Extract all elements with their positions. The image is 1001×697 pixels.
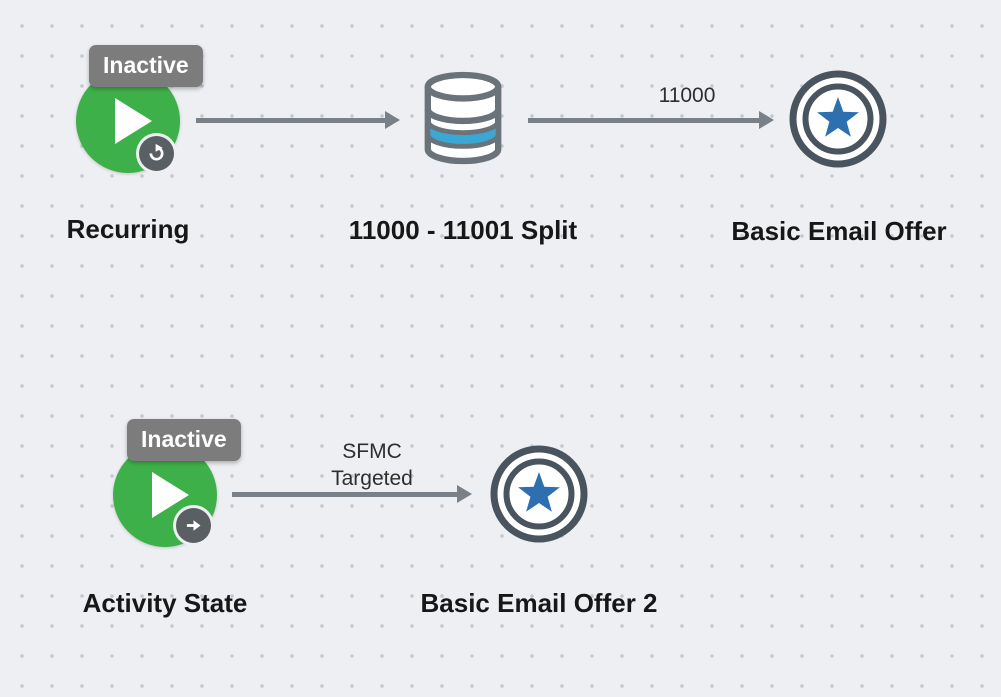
node-label-activity-state: Activity State — [82, 588, 248, 618]
edge-label-sfmc-targeted: SFMC Targeted — [331, 438, 413, 492]
edge-activity-to-offer — [232, 485, 472, 503]
edge-count-label: 11000 — [658, 84, 716, 107]
arrowhead-icon — [457, 485, 472, 503]
node-label-basic-email-offer: Basic Email Offer — [731, 216, 947, 246]
inactive-status-badge: Inactive — [89, 45, 203, 87]
node-basic-email-offer-2[interactable] — [489, 444, 589, 549]
edge-label-line-1: SFMC — [342, 440, 402, 463]
arrowhead-icon — [385, 111, 400, 129]
node-label-recurring: Recurring — [66, 214, 190, 244]
play-icon — [115, 98, 152, 144]
edge-line — [528, 117, 761, 123]
arrowhead-icon — [759, 111, 774, 129]
node-split[interactable] — [420, 70, 506, 171]
edge-label-line-2: Targeted — [331, 467, 413, 490]
node-label-split: 11000 - 11001 Split — [348, 215, 578, 245]
node-label-basic-email-offer-2: Basic Email Offer 2 — [420, 588, 658, 618]
arrow-right-icon — [176, 508, 211, 543]
recurring-loop-icon — [139, 136, 174, 171]
inactive-status-badge: Inactive — [127, 419, 241, 461]
edge-line — [196, 117, 387, 123]
star-badge-icon — [789, 70, 887, 168]
edge-line — [232, 491, 459, 497]
database-split-icon — [424, 71, 502, 165]
edge-recurring-to-split — [196, 111, 400, 129]
edge-split-to-offer — [528, 111, 774, 129]
star-badge-icon — [490, 445, 588, 543]
node-basic-email-offer[interactable] — [788, 69, 888, 174]
